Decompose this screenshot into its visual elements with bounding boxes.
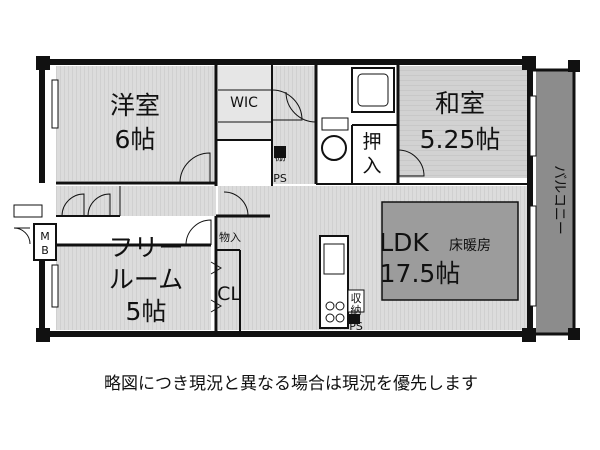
western-room-floor — [56, 66, 216, 181]
free-room-size: 5帖 — [126, 297, 167, 326]
ldk-heated-floor — [381, 201, 519, 301]
entry-area — [13, 204, 57, 261]
monoire-label: 物入 — [219, 230, 241, 244]
wic-label: WIC — [230, 95, 258, 111]
free-room-line1: フリー — [108, 233, 183, 262]
wall-posts — [36, 56, 580, 342]
western-room-size: 6帖 — [115, 125, 156, 154]
free-room-floor — [56, 245, 211, 330]
wic-floor — [218, 66, 272, 140]
hall-floor — [272, 66, 317, 184]
door-swings — [61, 89, 425, 313]
japanese-room-size: 5.25帖 — [420, 125, 501, 154]
ps-label-upper: PS — [273, 172, 287, 185]
shuno-label-bottom: 納 — [351, 304, 362, 317]
interior-walls — [56, 62, 530, 334]
oshiire-label-top: 押 — [362, 131, 381, 153]
free-room-line2: ルーム — [109, 265, 183, 294]
cl-label: CL — [217, 283, 241, 305]
mb-label-bottom: B — [41, 244, 49, 257]
ldk-name: LDK — [379, 228, 429, 257]
balcony-label: バルコニー — [551, 165, 567, 235]
floor-plan: 洋室 6帖 WIC 和室 5.25帖 押 入 棚 PS M B フリー ルーム … — [13, 56, 580, 342]
japanese-room-name: 和室 — [435, 89, 485, 118]
ldk-heating: 床暖房 — [449, 238, 491, 254]
ldk-size: 17.5帖 — [380, 259, 461, 288]
shuno-label-top: 収 — [351, 292, 362, 305]
ps-marks — [274, 146, 360, 324]
corridor-floor — [56, 186, 216, 216]
disclaimer-note: 略図につき現況と異なる場合は現況を優先します — [104, 374, 478, 394]
windows — [51, 79, 537, 308]
tana-label: 棚 — [275, 149, 286, 163]
kitchen-counter — [319, 235, 365, 329]
balcony — [536, 70, 574, 334]
mb-label-top: M — [40, 230, 50, 243]
japanese-room-floor — [398, 66, 530, 178]
oshiire-label-bottom: 入 — [362, 155, 381, 177]
bath-fixtures — [321, 67, 395, 161]
ps-label-lower: PS — [349, 320, 363, 333]
western-room-name: 洋室 — [110, 91, 160, 120]
